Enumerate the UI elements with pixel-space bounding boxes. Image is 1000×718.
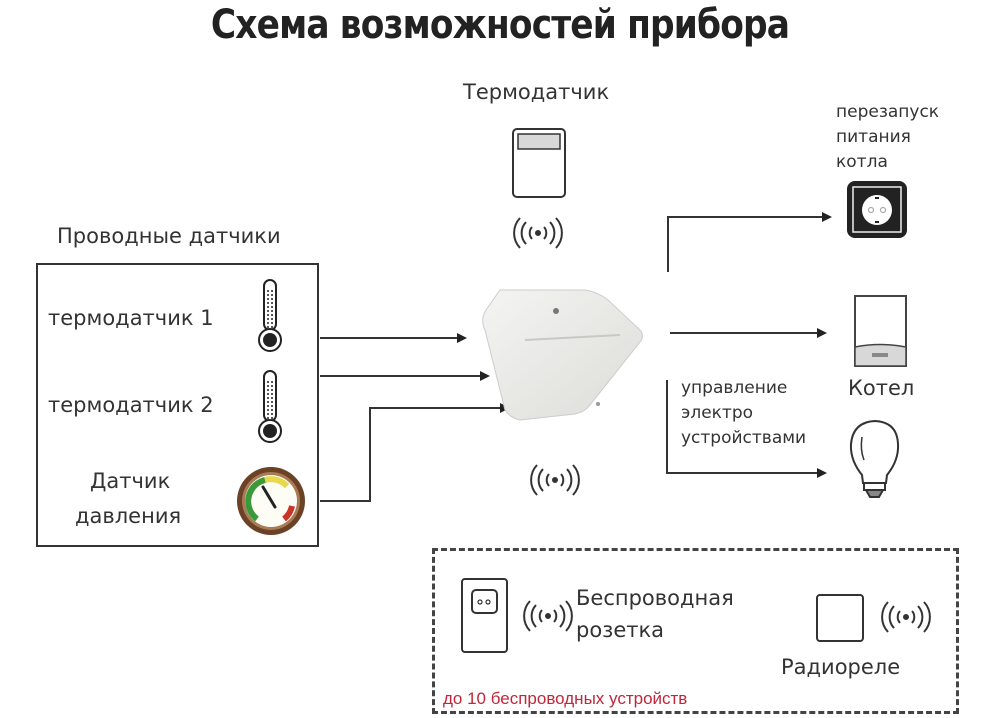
wireless-signal-icon: [530, 464, 580, 496]
controller-device-icon: [482, 289, 643, 421]
wired-sensors-label: Проводные датчики: [57, 224, 281, 248]
boiler-label: Котел: [848, 376, 915, 400]
wireless-socket-icon: [461, 578, 508, 653]
wireless-signal-icon: [523, 600, 573, 632]
radio-relay-icon: [816, 594, 864, 642]
thermo-sensor-1-label: термодатчик 1: [48, 306, 214, 330]
wireless-limit-note: до 10 беспроводных устройств: [443, 689, 688, 708]
radio-relay-label: Радиореле: [781, 655, 901, 679]
power-socket-icon: [847, 181, 907, 238]
wired-connection-lines: [320, 333, 510, 502]
thermometer-icon: [258, 370, 282, 443]
thermometer-icon: [258, 279, 282, 352]
wireless-devices-box: [432, 548, 959, 714]
wireless-thermo-label: Термодатчик: [463, 80, 610, 104]
wireless-socket-label-2: розетка: [576, 618, 665, 642]
diagram-title: Схема возможностей прибора: [210, 2, 790, 48]
control-label-1: управление: [681, 378, 788, 398]
output-connection-lines: [666, 212, 832, 478]
thermo-sensor-2-label: термодатчик 2: [48, 393, 214, 417]
restart-label-2: питания: [836, 127, 911, 147]
light-bulb-icon: [849, 419, 900, 498]
thermostat-icon: [512, 128, 566, 198]
boiler-icon: [854, 295, 907, 367]
wireless-signal-icon: [881, 601, 931, 633]
wireless-signal-icon: [513, 217, 563, 249]
wired-sensors-box: [36, 263, 319, 547]
pressure-sensor-label-2: давления: [75, 504, 182, 528]
control-label-2: электро: [681, 403, 754, 423]
restart-label-1: перезапуск: [836, 102, 940, 122]
restart-label-3: котла: [836, 152, 888, 172]
wireless-socket-label-1: Беспроводная: [576, 586, 734, 610]
pressure-gauge-icon: [237, 467, 305, 535]
pressure-sensor-label-1: Датчик: [90, 469, 171, 493]
control-label-3: устройствами: [681, 428, 807, 448]
